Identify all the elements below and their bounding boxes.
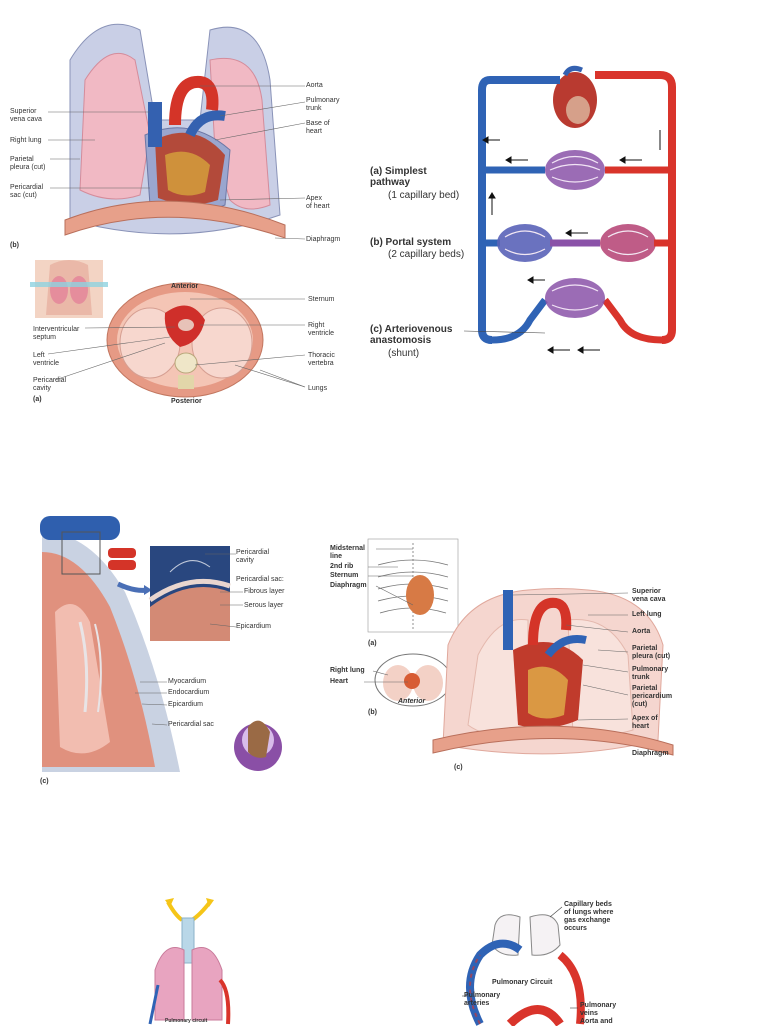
label-aorta: Aorta <box>306 82 323 89</box>
label-pulmonary-circuit-small: Pulmonary circuit <box>165 1018 208 1024</box>
label-lungs: Lungs <box>308 385 328 392</box>
heart-lungs-panel: Aorta Pulmonary trunk Base of heart Apex… <box>0 20 340 252</box>
panel-letter: (c) <box>40 778 49 785</box>
label-parietal-pericardium: Parietal pericardium (cut) <box>632 685 673 708</box>
label-anterior: Anterior <box>171 283 199 290</box>
cross-section-panel: Anterior Posterior Sternum Right ventric… <box>0 255 345 410</box>
thorax-illustration <box>364 538 674 756</box>
label-myocardium: Myocardium <box>168 678 207 685</box>
circulation-diagram <box>463 65 676 354</box>
label-pericardial-sac: Pericardial sac <box>168 721 214 728</box>
label-endocardium: Endocardium <box>168 689 210 696</box>
label-midsternal-line: Midsternal line <box>330 545 366 560</box>
pulmonary-circuit-left-panel: Pulmonary circuit <box>110 890 270 1025</box>
label-pulmonary-veins: Pulmonary veins Aorta and <box>580 1002 617 1025</box>
label-fibrous-layer: Fibrous layer <box>244 588 285 595</box>
label-apex-of-heart: Apex of heart <box>632 715 658 730</box>
label-pericardial-sac: Pericardial sac (cut) <box>10 184 44 199</box>
label-thoracic-vertebra: Thoracic vertebra <box>308 352 335 367</box>
label-shunt: (shunt) <box>388 348 420 359</box>
label-diaphragm: Diaphragm <box>306 236 341 243</box>
circulation-panel: (a) Simplest pathway (1 capillary bed) (… <box>360 55 690 360</box>
label-apex-of-heart: Apex of heart <box>306 195 330 210</box>
panel-letter-c: (c) <box>454 764 463 771</box>
label-heart: Heart <box>330 678 348 685</box>
panel-letter: (a) <box>33 396 42 403</box>
label-right-ventricle: Right ventricle <box>308 322 335 337</box>
label-left-lung: Left lung <box>632 611 662 618</box>
label-parietal-pleura: Parietal pleura (cut) <box>632 645 671 660</box>
pulmonary-circuit-right-panel: Capillary beds of lungs where gas exchan… <box>440 895 640 1026</box>
label-pulmonary-arteries: Pulmonary arteries <box>464 992 501 1007</box>
pulmonary-circuit-right-illustration <box>462 906 585 1026</box>
label-pulmonary-trunk: Pulmonary trunk <box>306 97 340 112</box>
label-base-of-heart: Base of heart <box>306 120 330 135</box>
label-sternum: Sternum <box>330 572 359 579</box>
label-two-capillary-beds: (2 capillary beds) <box>388 249 465 260</box>
panel-letter: (b) <box>10 242 19 249</box>
label-epicardium: Epicardium <box>168 701 204 708</box>
label-arteriovenous-anastomosis: (c) Arteriovenous anastomosis <box>370 324 453 346</box>
label-serous-layer: Serous layer <box>244 602 284 609</box>
label-superior-vena-cava: Superior vena cava <box>10 108 42 123</box>
label-anterior: Anterior <box>398 698 426 705</box>
label-one-capillary-bed: (1 capillary bed) <box>388 190 460 201</box>
label-pulmonary-circuit: Pulmonary Circuit <box>492 979 553 986</box>
label-pulmonary-trunk: Pulmonary trunk <box>632 666 669 681</box>
pericardium-illustration <box>40 516 282 772</box>
label-sternum: Sternum <box>308 296 335 303</box>
label-superior-vena-cava: Superior vena cava <box>632 588 666 603</box>
label-right-lung: Right lung <box>10 137 42 144</box>
label-pericardial-sac-heading: Pericardial sac: <box>236 576 284 583</box>
label-second-rib: 2nd rib <box>330 563 354 570</box>
label-epicardium-inset: Epicardium <box>236 623 272 630</box>
label-parietal-pleura: Parietal pleura (cut) <box>10 156 46 171</box>
label-posterior: Posterior <box>171 398 202 405</box>
label-interventricular-septum: Interventricular septum <box>33 326 80 341</box>
label-aorta: Aorta <box>632 628 651 635</box>
label-capillary-beds: Capillary beds of lungs where gas exchan… <box>564 901 614 932</box>
label-simplest-pathway: (a) Simplest pathway <box>370 166 427 188</box>
panel-letter-a: (a) <box>368 640 377 647</box>
label-pericardial-cavity: Pericardial cavity <box>33 377 67 392</box>
panel-letter-b: (b) <box>368 709 377 716</box>
cross-section-illustration <box>30 260 306 398</box>
label-left-ventricle: Left ventricle <box>33 352 60 367</box>
pericardium-panel: Pericardial cavity Pericardial sac: Fibr… <box>30 512 320 797</box>
label-portal-system: (b) Portal system <box>370 237 452 248</box>
label-diaphragm-inset: Diaphragm <box>330 582 367 589</box>
label-right-lung: Right lung <box>330 667 365 674</box>
heart-lungs-illustration <box>48 23 306 240</box>
pulmonary-circuit-left-illustration <box>148 898 231 1025</box>
label-pericardial-cavity: Pericardial cavity <box>236 549 270 564</box>
thorax-panel: Midsternal line 2nd rib Sternum Diaphrag… <box>328 535 708 775</box>
label-diaphragm: Diaphragm <box>632 750 669 757</box>
